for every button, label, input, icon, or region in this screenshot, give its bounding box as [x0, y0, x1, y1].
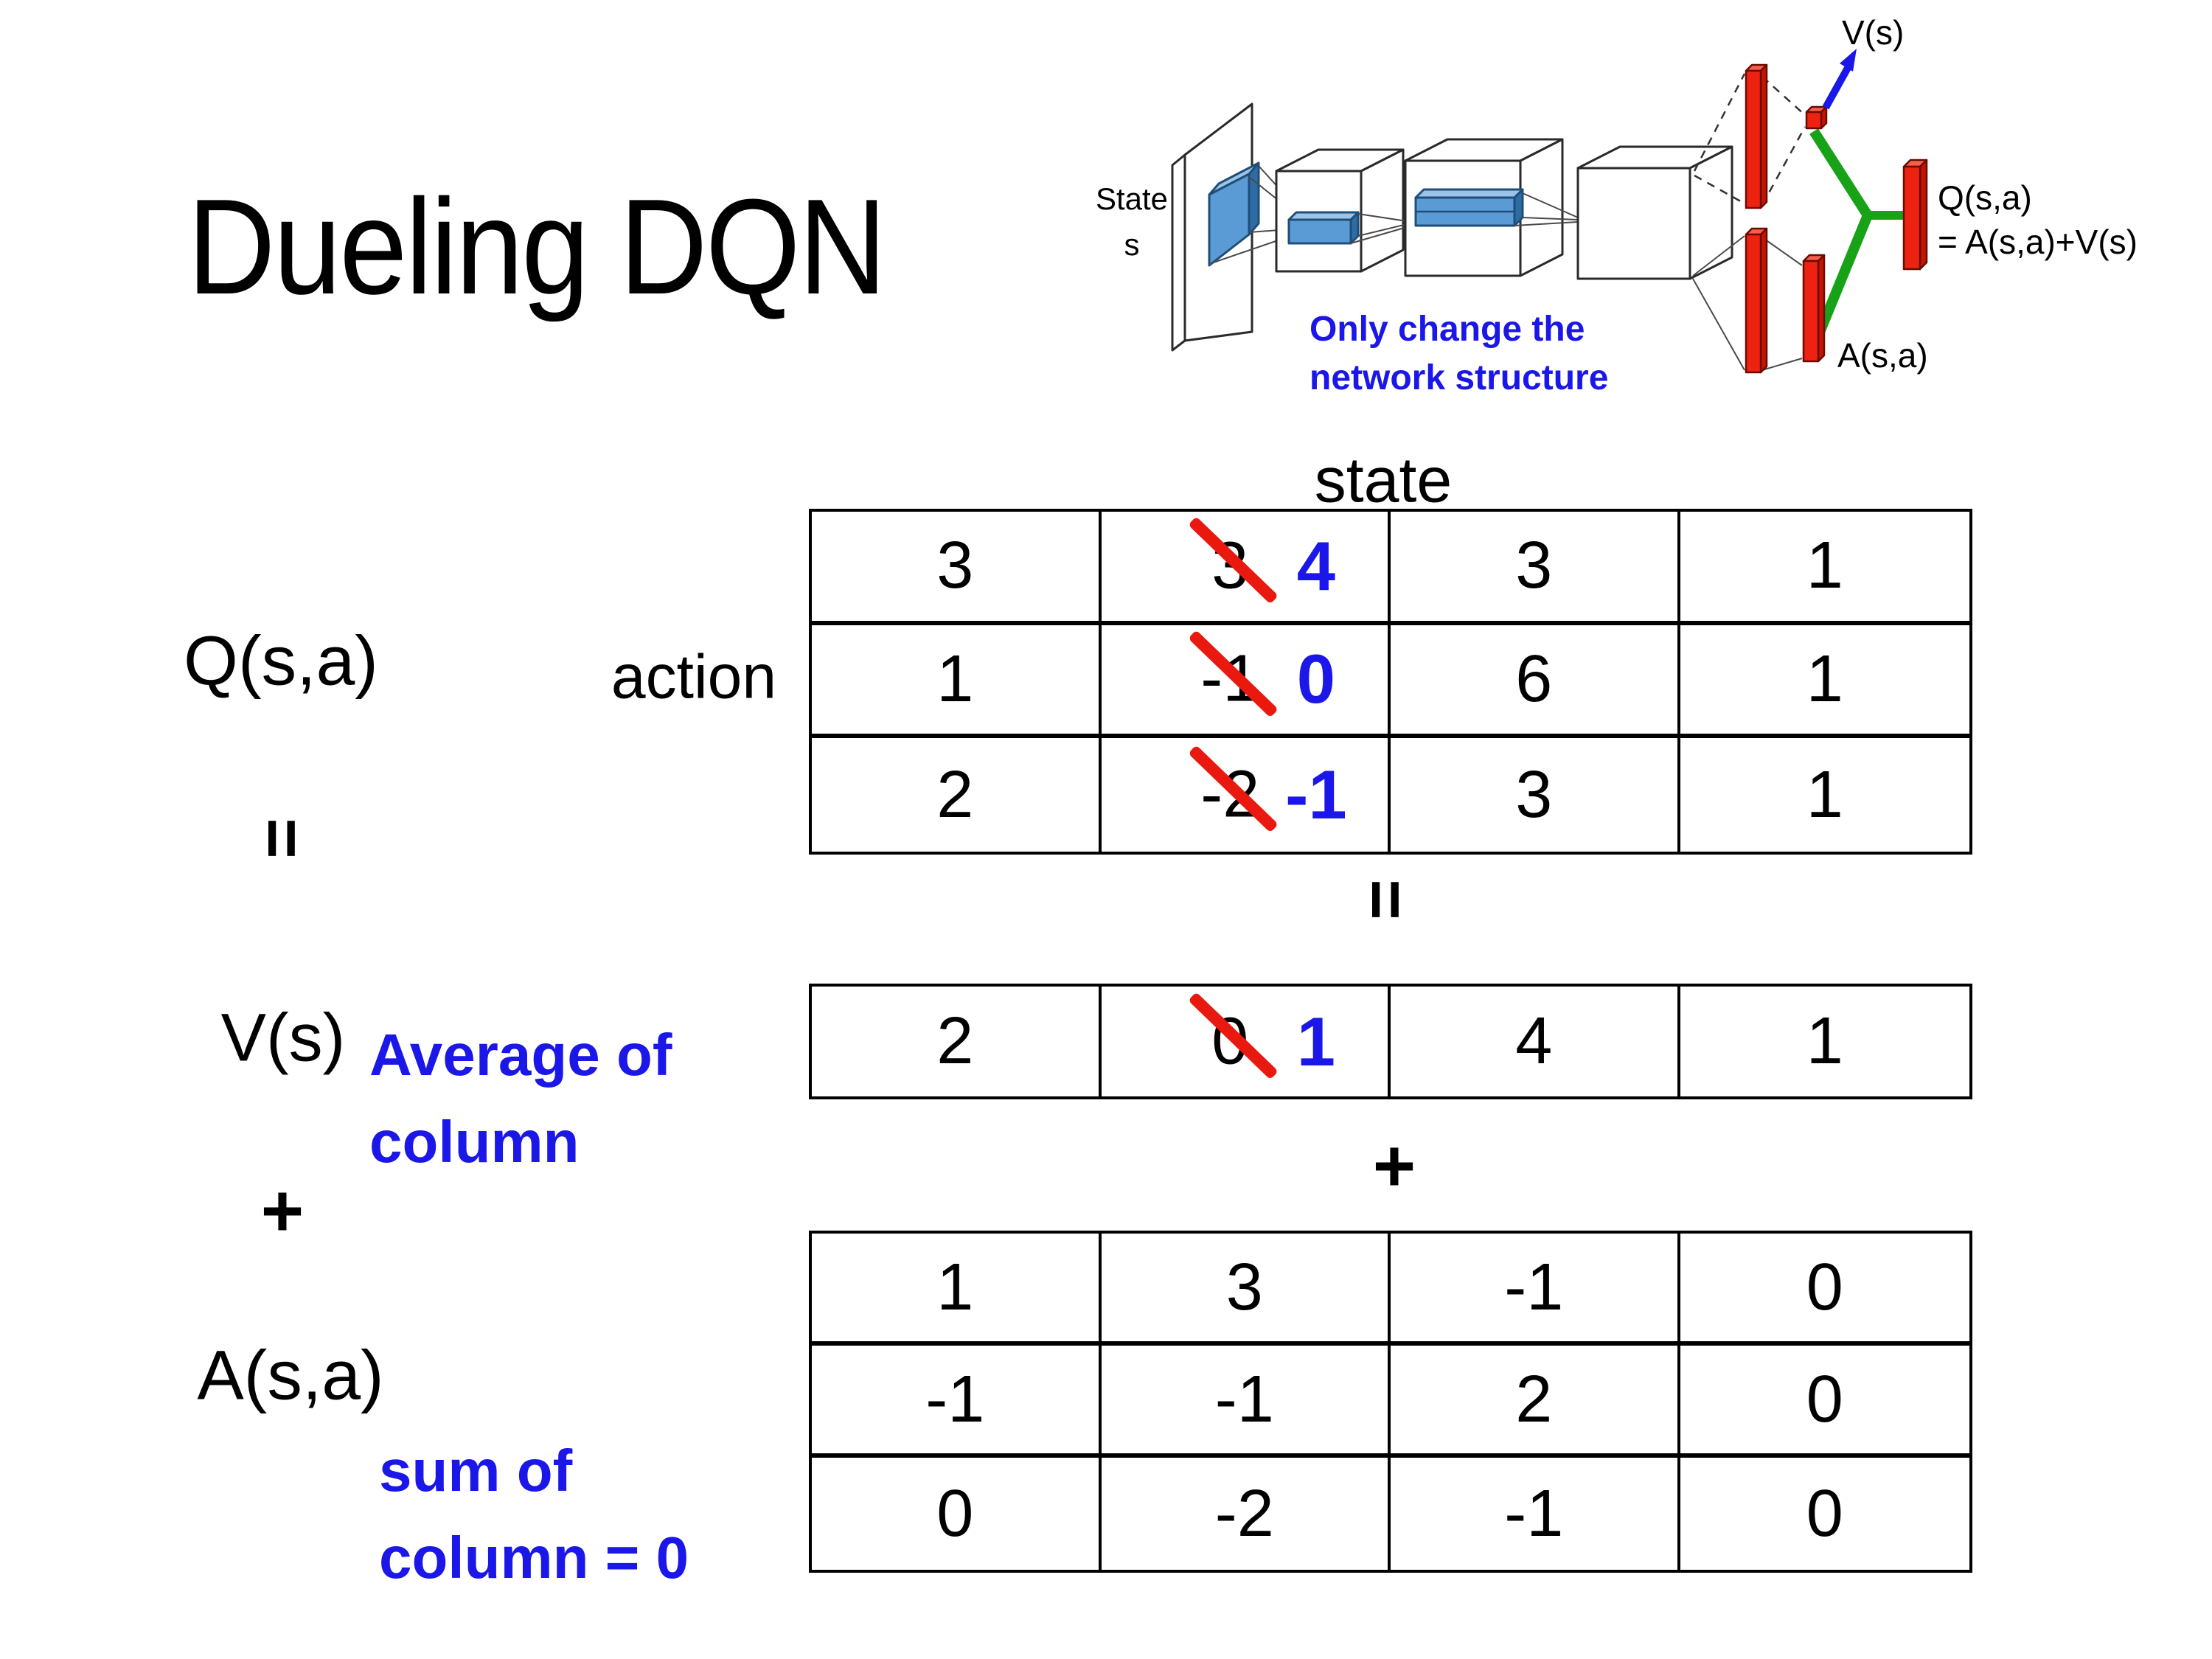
q-cell-r1-c1: -1 0: [1101, 625, 1391, 739]
average-note: Average of column: [369, 1012, 672, 1186]
diagram-note-line1: Only change the: [1310, 310, 1585, 349]
a-cell-r2-c0: 0: [812, 1458, 1102, 1570]
state-header: state: [1314, 445, 1453, 516]
q-cell-r2-c3: 1: [1806, 757, 1843, 832]
q-table: 3 3 4 3 1 1 -1 0 6 1 2 -2 -1 3 1: [809, 509, 1972, 855]
diagram-v-label: V(s): [1842, 13, 1904, 52]
a-table: 1 3 -1 0 -1 -1 2 0 0 -2 -1 0: [809, 1231, 1972, 1573]
sum-note-line1: sum of: [379, 1438, 573, 1503]
fc-bars: [1745, 63, 1928, 374]
q-output-bar: [1902, 159, 1928, 271]
a-cell-r0-c3: 0: [1680, 1234, 1969, 1346]
a-cell-r2-c3: 0: [1806, 1476, 1843, 1551]
v-arrow-icon: [1822, 49, 1857, 110]
q-cell-r1-c3: 1: [1680, 625, 1969, 739]
average-note-line1: Average of: [369, 1022, 672, 1088]
conv-lines-3: [1514, 192, 1579, 226]
plus-center: +: [1372, 1124, 1416, 1208]
v-cell-c0: 2: [812, 987, 1102, 1096]
a-cell-r1-c3: 0: [1680, 1346, 1969, 1458]
q-cell-r2-c2: 3: [1391, 738, 1680, 852]
a-cell-r0-c1: 3: [1101, 1234, 1391, 1346]
a-cell-r2-c1: -2: [1102, 1458, 1391, 1570]
dueling-network-diagram: State s V(s) Q(s,a) = A(s,a)+V(s) A(s,a)…: [1096, 13, 2138, 397]
v-cell-c1: 0 1: [1102, 987, 1391, 1096]
feature-box-3: [1576, 145, 1733, 280]
a-cell-r1-c2: 2: [1391, 1346, 1680, 1458]
v-stream-bar: [1745, 63, 1768, 209]
a-cell-r0-c2: -1: [1391, 1234, 1680, 1346]
sum-note-line2: column = 0: [379, 1525, 689, 1590]
a-cell-r1-c1: -1: [1101, 1346, 1391, 1458]
q-cell-r0-c3: 1: [1680, 512, 1969, 625]
action-header: action: [611, 641, 777, 712]
plus-left: +: [260, 1169, 305, 1253]
diagram-a-label: A(s,a): [1837, 336, 1928, 375]
v-cell-c2: 4: [1391, 987, 1680, 1096]
q-term-label: Q(s,a): [184, 622, 378, 700]
v-term-label: V(s): [220, 1000, 346, 1076]
a-cell-r0-c0: 1: [812, 1234, 1102, 1346]
v-cell-c3: 1: [1806, 1004, 1843, 1078]
page-title: Dueling DQN: [187, 170, 887, 322]
q-cell-r1-c2: 6: [1391, 625, 1680, 739]
v-table: 2 0 1 4 1: [809, 984, 1972, 1099]
sum-note: sum of column = 0: [379, 1427, 689, 1601]
q-cell-r0-c0: 3: [812, 512, 1102, 625]
feature-box-1: [1275, 148, 1405, 273]
q-cell-r2-c0: 2: [812, 738, 1102, 852]
aggregate-links: [1809, 128, 1904, 349]
diagram-state-label: State: [1096, 181, 1168, 216]
diagram-q-formula: = A(s,a)+V(s): [1938, 223, 2138, 261]
feature-bar-2: [1414, 188, 1524, 227]
q-cell-r1-c0: 1: [812, 625, 1102, 739]
a-term-label: A(s,a): [197, 1336, 384, 1415]
v-output-node: [1805, 105, 1828, 130]
diagram-note-line2: network structure: [1310, 358, 1608, 397]
q-cell-r0-c2: 3: [1391, 512, 1680, 625]
diagram-state-s: s: [1124, 227, 1140, 262]
conv-filter-icon: [1208, 161, 1260, 267]
a-output-bar: [1802, 254, 1826, 363]
a-stream-links: [1692, 235, 1803, 371]
a-cell-r2-c2: -1: [1391, 1458, 1680, 1570]
v-stream-dashed-links: [1693, 73, 1806, 206]
conv-lines-2: [1350, 213, 1408, 244]
equals-left: =: [243, 818, 321, 859]
q-cell-r0-c1: 3 4: [1101, 512, 1391, 625]
a-cell-r1-c0: -1: [812, 1346, 1102, 1458]
average-note-line2: column: [369, 1109, 580, 1175]
feature-bar-1: [1287, 211, 1360, 245]
diagram-q-label: Q(s,a): [1938, 178, 2032, 217]
equals-center: =: [1346, 879, 1425, 920]
a-stream-bar: [1745, 227, 1768, 374]
q-cell-r2-c1: -2 -1: [1102, 738, 1391, 852]
